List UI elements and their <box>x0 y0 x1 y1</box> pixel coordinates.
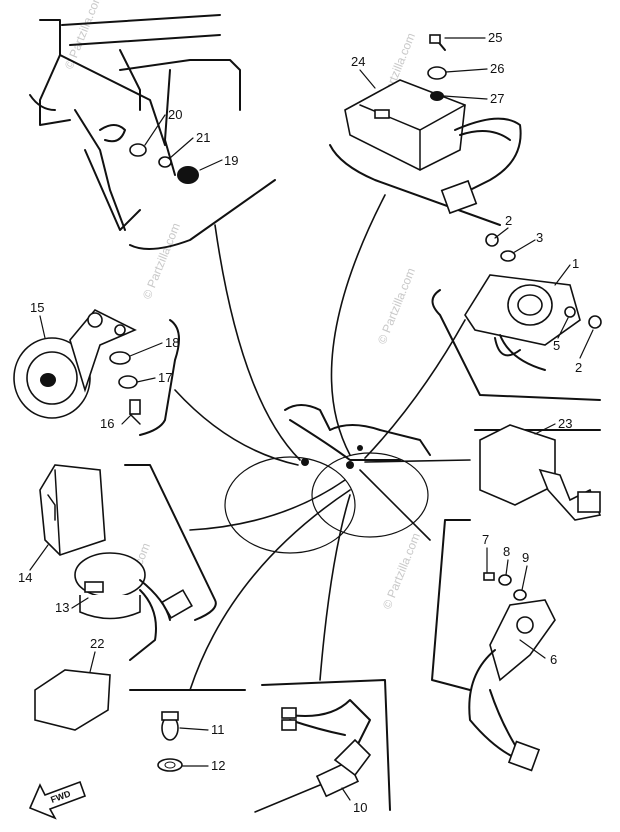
callout-11: 11 <box>211 722 225 737</box>
central-frame <box>224 404 431 554</box>
grommet-19 <box>177 166 199 184</box>
kill-switch-section <box>474 424 602 521</box>
callout-18: 18 <box>165 335 179 350</box>
callout-16: 16 <box>100 416 114 431</box>
grommet-parts <box>129 143 199 184</box>
callout-10: 10 <box>353 800 367 815</box>
watermark: © Partzilla.com <box>375 266 418 346</box>
callout-27: 27 <box>490 91 504 106</box>
callout-leaders <box>29 37 594 801</box>
callout-15: 15 <box>30 300 44 315</box>
callout-2: 2 <box>575 360 582 375</box>
callout-5: 5 <box>553 338 560 353</box>
callout-19: 19 <box>224 153 238 168</box>
callout-25: 25 <box>488 30 502 45</box>
callout-23: 23 <box>558 416 572 431</box>
callout-20: 20 <box>168 107 182 122</box>
leader-lines <box>174 194 471 691</box>
callout-24: 24 <box>351 54 365 69</box>
pickup-section <box>431 519 556 772</box>
callout-21: 21 <box>196 130 210 145</box>
relay-section <box>431 233 602 401</box>
forward-arrow: FWD <box>28 780 87 820</box>
watermark: © Partzilla.com <box>380 531 423 611</box>
horn-section <box>13 309 180 436</box>
callouts: 1 2 2 3 5 6 7 8 9 10 11 12 13 14 15 16 1… <box>18 30 582 815</box>
clip-21 <box>158 156 172 168</box>
callout-2: 2 <box>505 213 512 228</box>
callout-17: 17 <box>158 370 172 385</box>
ignition-section <box>34 464 217 731</box>
watermark: © Partzilla.com <box>62 0 105 71</box>
callout-8: 8 <box>503 544 510 559</box>
frame-section <box>29 14 276 250</box>
rectifier-section <box>329 34 522 226</box>
callout-9: 9 <box>522 550 529 565</box>
callout-7: 7 <box>482 532 489 547</box>
callout-6: 6 <box>550 652 557 667</box>
callout-13: 13 <box>55 600 69 615</box>
callout-14: 14 <box>18 570 32 585</box>
callout-1: 1 <box>572 256 579 271</box>
callout-3: 3 <box>536 230 543 245</box>
callout-26: 26 <box>490 61 504 76</box>
washer-20 <box>129 143 147 157</box>
watermark: © Partzilla.com <box>140 221 183 301</box>
switch-section <box>129 679 391 813</box>
callout-12: 12 <box>211 758 225 773</box>
watermarks: © Partzilla.com © Partzilla.com © Partzi… <box>62 0 423 621</box>
callout-22: 22 <box>90 636 104 651</box>
